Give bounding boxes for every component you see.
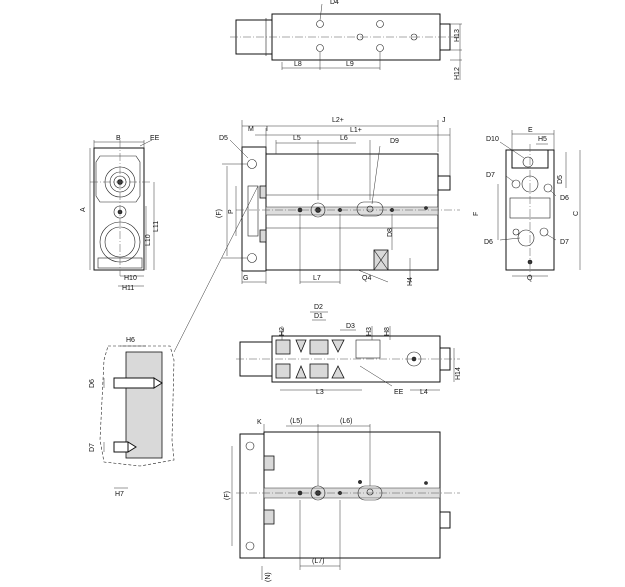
label-h6: H6 <box>126 337 135 344</box>
label-d6-right-top: D6 <box>560 195 569 202</box>
label-d3: D3 <box>346 323 355 330</box>
detail-view <box>99 185 259 489</box>
label-l7-bottom: (L7) <box>312 558 324 565</box>
label-ee-section: EE <box>394 389 404 396</box>
label-l8: L8 <box>294 61 302 68</box>
label-h3: H3 <box>366 327 373 336</box>
label-l4: L4 <box>420 389 428 396</box>
label-d7-right-top: D7 <box>486 172 495 179</box>
label-q4: Q4 <box>362 275 371 282</box>
top-view <box>230 3 462 80</box>
label-h13: H13 <box>454 29 461 42</box>
label-h8: H8 <box>384 327 391 336</box>
label-l5-bottom: (L5) <box>290 418 302 425</box>
label-h4: H4 <box>407 277 414 286</box>
label-h7: H7 <box>115 491 124 498</box>
label-h10: H10 <box>124 275 137 282</box>
label-l6-front: L6 <box>340 135 348 142</box>
label-l3: L3 <box>316 389 324 396</box>
label-i: I <box>266 126 268 133</box>
label-h2: H2 <box>279 327 286 336</box>
label-l9: L9 <box>346 61 354 68</box>
label-d5-front: D5 <box>219 135 228 142</box>
label-l1: L1+ <box>350 127 362 134</box>
section-view <box>236 311 460 391</box>
label-g: G <box>243 275 248 282</box>
label-ee-left: EE <box>150 135 160 142</box>
label-e: E <box>528 127 533 134</box>
label-d1: D1 <box>314 313 323 320</box>
label-a: A <box>80 207 87 212</box>
label-d9: D9 <box>390 138 399 145</box>
label-l10: L10 <box>145 234 152 246</box>
bottom-view <box>231 424 460 580</box>
label-d2: D2 <box>314 304 323 311</box>
label-f-bottom: (F) <box>224 491 231 500</box>
label-h14: H14 <box>455 367 462 380</box>
label-f-right: F <box>473 212 480 216</box>
label-d10: D10 <box>486 136 499 143</box>
label-k: K <box>257 419 262 426</box>
label-l7-front: L7 <box>313 275 321 282</box>
front-view <box>222 120 460 284</box>
label-d5-right: D5 <box>557 175 564 184</box>
right-end-view <box>497 130 581 278</box>
label-n: (N) <box>265 572 272 582</box>
label-q: Q <box>527 275 533 282</box>
label-h11: H11 <box>122 285 134 292</box>
label-d4: D4 <box>330 0 339 6</box>
label-d6-detail: D6 <box>89 379 96 388</box>
label-d6-right-bottom: D6 <box>484 239 493 246</box>
label-d7-detail: D7 <box>89 443 96 452</box>
label-m: M <box>248 126 254 133</box>
label-h5: H5 <box>538 136 547 143</box>
label-l6-bottom: (L6) <box>340 418 352 425</box>
label-l2: L2+ <box>332 117 344 124</box>
label-f-front: (F) <box>216 209 223 218</box>
label-d8: D8 <box>387 228 394 237</box>
label-p: P <box>228 209 235 214</box>
left-end-view <box>89 139 155 287</box>
label-l11: L11 <box>153 221 160 232</box>
label-c: C <box>573 211 580 216</box>
label-b: B <box>116 135 121 142</box>
label-j: J <box>442 117 446 124</box>
label-d7-right-bottom: D7 <box>560 239 569 246</box>
label-h12: H12 <box>454 67 461 80</box>
label-l5-front: L5 <box>293 135 301 142</box>
